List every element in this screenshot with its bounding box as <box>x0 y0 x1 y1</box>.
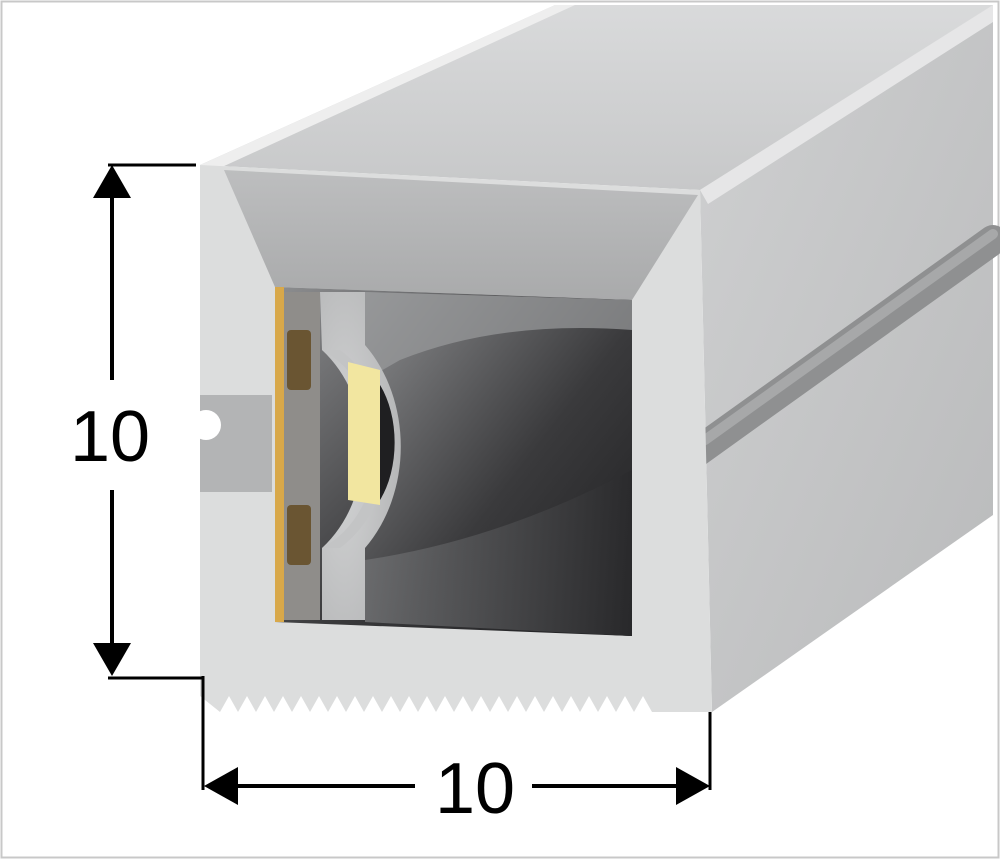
width-arrowhead-right <box>676 767 710 805</box>
profile-top-edge <box>200 5 575 167</box>
led-chip <box>348 362 380 505</box>
cavity-wall-light <box>365 292 632 380</box>
solder-pad-bottom <box>287 505 311 565</box>
height-label: 10 <box>70 397 150 477</box>
left-notch <box>191 410 221 440</box>
height-arrowhead-top <box>93 165 131 198</box>
solder-pad-top <box>287 330 311 390</box>
width-label: 10 <box>435 749 515 829</box>
cavity-bevel <box>224 170 698 300</box>
profile-side-edge <box>700 5 993 204</box>
led-pcb-strip <box>275 287 284 622</box>
left-notch-channel <box>200 395 272 492</box>
width-arrowhead-left <box>204 767 238 805</box>
height-arrowhead-bottom <box>93 643 131 676</box>
side-groove-highlight <box>700 229 998 445</box>
cavity-floor <box>365 470 632 636</box>
lens-inner-dark <box>380 385 395 500</box>
profile-top-face <box>200 5 993 190</box>
